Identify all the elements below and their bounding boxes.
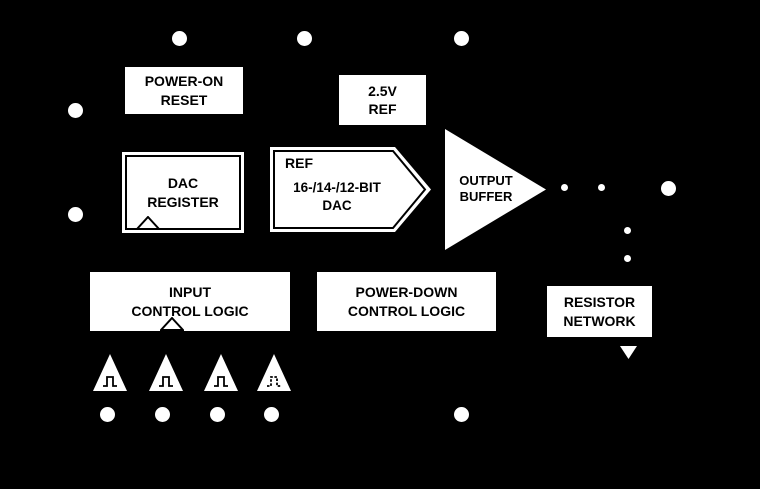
digital-pulse-icon	[159, 376, 173, 387]
dac-register-label: DAC REGISTER	[147, 175, 219, 210]
pin-bottom-2	[155, 407, 170, 422]
power-down-control-logic-label: POWER-DOWN CONTROL LOGIC	[347, 284, 466, 319]
digital-pulse-icon	[103, 376, 117, 387]
dashed-line-dot-3	[624, 227, 631, 234]
input-buffer-triangle-4	[257, 354, 291, 391]
power-on-reset-label: POWER-ON RESET	[144, 73, 224, 108]
clock-edge-triangle-icon	[136, 216, 160, 230]
input-buffer-triangle-3	[204, 354, 238, 391]
pin-bottom-3	[210, 407, 225, 422]
pin-top-2	[297, 31, 312, 46]
input-control-logic-block: INPUT CONTROL LOGIC	[90, 272, 290, 331]
input-buffer-triangle-1	[93, 354, 127, 391]
pin-bottom-5	[454, 407, 469, 422]
dac-core-block: REF 16-/14-/12-BIT DAC	[270, 147, 431, 232]
digital-pulse-icon	[214, 376, 228, 387]
pin-top-1	[172, 31, 187, 46]
power-on-reset-block: POWER-ON RESET	[125, 67, 243, 114]
pin-right-1	[661, 181, 676, 196]
pin-left-2	[68, 207, 83, 222]
resistor-network-label: RESISTOR NETWORK	[563, 294, 636, 329]
digital-pulse-dashed-icon	[267, 376, 281, 387]
dashed-line-dot-1	[561, 184, 568, 191]
clock-edge-triangle-icon	[160, 317, 184, 331]
output-buffer-label: OUTPUT BUFFER	[459, 172, 513, 205]
resistor-network-block: RESISTOR NETWORK	[547, 286, 652, 337]
pin-top-3	[454, 31, 469, 46]
input-buffer-triangle-2	[149, 354, 183, 391]
input-control-logic-label: INPUT CONTROL LOGIC	[131, 284, 249, 319]
output-buffer-block: OUTPUT BUFFER	[445, 129, 546, 250]
power-down-control-logic-block: POWER-DOWN CONTROL LOGIC	[317, 272, 496, 331]
pin-bottom-4	[264, 407, 279, 422]
dac-core-label: 16-/14-/12-BIT DAC	[293, 180, 381, 214]
pin-left-1	[68, 103, 83, 118]
pin-bottom-1	[100, 407, 115, 422]
arrow-down-icon	[620, 346, 637, 359]
dac-core-shape	[270, 147, 431, 232]
dac-register-block: DAC REGISTER	[122, 152, 244, 233]
ref-2v5-label: 2.5V REF	[368, 82, 397, 117]
dashed-line-dot-4	[624, 255, 631, 262]
dac-ref-input-label: REF	[285, 155, 313, 171]
ref-2v5-block: 2.5V REF	[339, 75, 426, 125]
dashed-line-dot-2	[598, 184, 605, 191]
